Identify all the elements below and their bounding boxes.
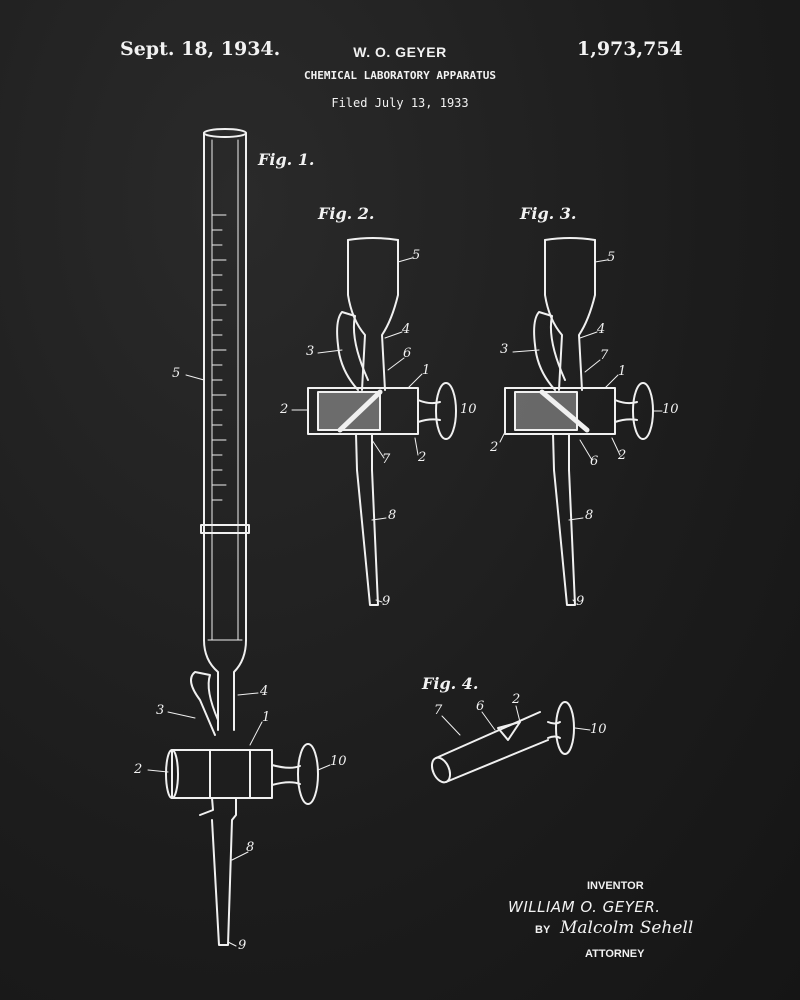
ref-numeral: 2 xyxy=(418,450,427,465)
ref-numeral: 2 xyxy=(280,402,289,417)
fig1-burette xyxy=(165,128,319,946)
fig4-label: Fig. 4. xyxy=(422,674,479,693)
patent-number: 1,973,754 xyxy=(577,38,683,60)
ref-numeral: 4 xyxy=(260,684,269,699)
fig3-label: Fig. 3. xyxy=(520,204,577,223)
reference-leader-lines xyxy=(147,257,663,947)
ref-numeral: 3 xyxy=(500,342,509,357)
ref-numeral: 10 xyxy=(460,402,477,417)
ref-numeral: 2 xyxy=(490,440,499,455)
ref-numeral: 10 xyxy=(330,754,347,769)
attorney-signature: Malcolm Sehell xyxy=(560,918,694,938)
fig4-stopcock-plug xyxy=(430,701,575,784)
ref-numeral: 10 xyxy=(662,402,679,417)
graduation-marks xyxy=(211,214,227,501)
ref-numeral: 10 xyxy=(590,722,607,737)
ref-numeral: 5 xyxy=(172,366,181,381)
fig2-label: Fig. 2. xyxy=(318,204,375,223)
inventor-heading: INVENTOR xyxy=(587,880,644,892)
patent-title: CHEMICAL LABORATORY APPARATUS xyxy=(303,69,497,82)
filed-date: Filed July 13, 1933 xyxy=(331,96,469,110)
fig1-label: Fig. 1. xyxy=(258,150,315,169)
ref-numeral: 7 xyxy=(382,452,391,467)
ref-numeral: 5 xyxy=(607,250,616,265)
ref-numeral: 6 xyxy=(476,699,485,714)
patent-date: Sept. 18, 1934. xyxy=(120,38,281,60)
ref-numeral: 6 xyxy=(403,346,412,361)
ref-numeral: 1 xyxy=(262,710,271,725)
by-label: BY xyxy=(535,924,551,936)
ref-numeral: 3 xyxy=(306,344,315,359)
ref-numeral: 6 xyxy=(590,454,599,469)
ref-numeral: 5 xyxy=(412,248,421,263)
ref-numeral: 1 xyxy=(618,364,627,379)
ref-numeral: 4 xyxy=(402,322,411,337)
ref-numeral: 1 xyxy=(422,363,431,378)
ref-numeral: 9 xyxy=(238,938,247,953)
ref-numeral: 2 xyxy=(512,692,521,707)
ref-numeral: 8 xyxy=(585,508,594,523)
ref-numeral: 8 xyxy=(388,508,397,523)
fig3-stopcock-section xyxy=(504,237,654,606)
ref-numeral: 2 xyxy=(134,762,143,777)
fig2-stopcock-section xyxy=(307,237,457,606)
attorney-heading: ATTORNEY xyxy=(585,948,645,960)
inventor-header: W. O. GEYER xyxy=(353,44,447,60)
ref-numeral: 4 xyxy=(597,322,606,337)
ref-numeral: 9 xyxy=(576,594,585,609)
ref-numeral: 7 xyxy=(434,703,443,718)
ref-numeral: 2 xyxy=(618,448,627,463)
inventor-name: WILLIAM O. GEYER. xyxy=(508,898,661,916)
ref-numeral: 8 xyxy=(246,840,255,855)
ref-numeral: 3 xyxy=(156,703,165,718)
ref-numeral: 9 xyxy=(382,594,391,609)
ref-numeral: 7 xyxy=(600,348,609,363)
